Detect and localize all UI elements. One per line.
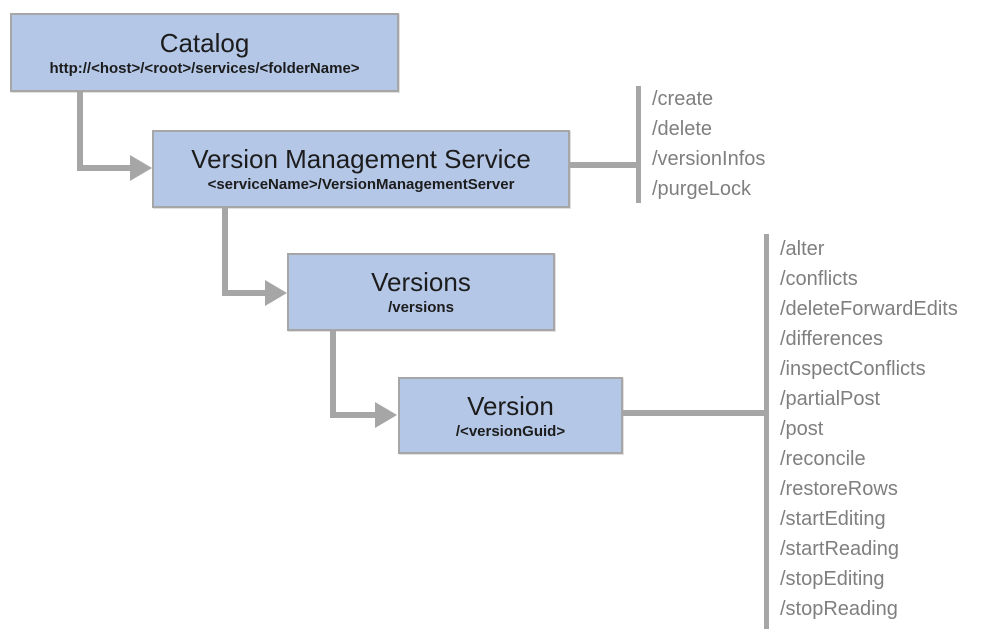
connector-vms-versions-vertical: [222, 208, 228, 296]
operation-item: /alter: [780, 238, 825, 260]
operation-item: /reconcile: [780, 448, 866, 470]
operations-list-version: /alter /conflicts /deleteForwardEdits /d…: [780, 234, 958, 624]
operation-item: /restoreRows: [780, 478, 898, 500]
operation-item: /deleteForwardEdits: [780, 298, 958, 320]
operation-item: /purgeLock: [652, 178, 751, 200]
connector-vms-operations-horizontal: [570, 162, 636, 168]
operation-item: /stopReading: [780, 598, 898, 620]
node-versions: Versions /versions: [287, 253, 555, 331]
connector-version-operations-horizontal: [623, 410, 764, 416]
connector-vms-versions-horizontal: [222, 290, 267, 296]
connector-catalog-vms-vertical: [77, 92, 83, 171]
operation-item: /post: [780, 418, 824, 440]
operations-list-version-management-service: /create /delete /versionInfos /purgeLock: [652, 84, 765, 204]
operation-item: /delete: [652, 118, 713, 140]
node-version: Version /<versionGuid>: [398, 377, 623, 454]
arrowhead-icon: [375, 402, 397, 428]
operation-item: /versionInfos: [652, 148, 766, 170]
node-catalog-title: Catalog: [159, 27, 250, 58]
node-version-title: Version: [467, 390, 554, 421]
arrowhead-icon: [130, 155, 152, 181]
arrowhead-icon: [265, 280, 287, 306]
node-version-management-service-subtitle: <serviceName>/VersionManagementServer: [207, 176, 515, 193]
operation-item: /create: [652, 88, 714, 110]
bracket-vms-operations: [636, 86, 641, 203]
node-versions-title: Versions: [371, 267, 471, 297]
operation-item: /startReading: [780, 538, 899, 560]
connector-catalog-vms-horizontal: [77, 165, 132, 171]
node-version-management-service: Version Management Service <serviceName>…: [152, 130, 570, 208]
operation-item: /inspectConflicts: [780, 358, 926, 380]
connector-versions-version-horizontal: [330, 412, 377, 418]
node-versions-subtitle: /versions: [388, 299, 454, 316]
operation-item: /conflicts: [780, 268, 858, 290]
node-catalog-subtitle: http://<host>/<root>/services/<folderNam…: [49, 59, 360, 77]
node-version-management-service-title: Version Management Service: [191, 144, 531, 174]
bracket-version-operations: [764, 234, 769, 629]
operation-item: /stopEditing: [780, 568, 885, 590]
node-version-subtitle: /<versionGuid>: [455, 422, 566, 440]
operation-item: /partialPost: [780, 388, 881, 410]
operation-item: /differences: [780, 328, 884, 350]
operation-item: /startEditing: [780, 508, 886, 530]
connector-versions-version-vertical: [330, 331, 336, 418]
node-catalog: Catalog http://<host>/<root>/services/<f…: [10, 13, 399, 92]
